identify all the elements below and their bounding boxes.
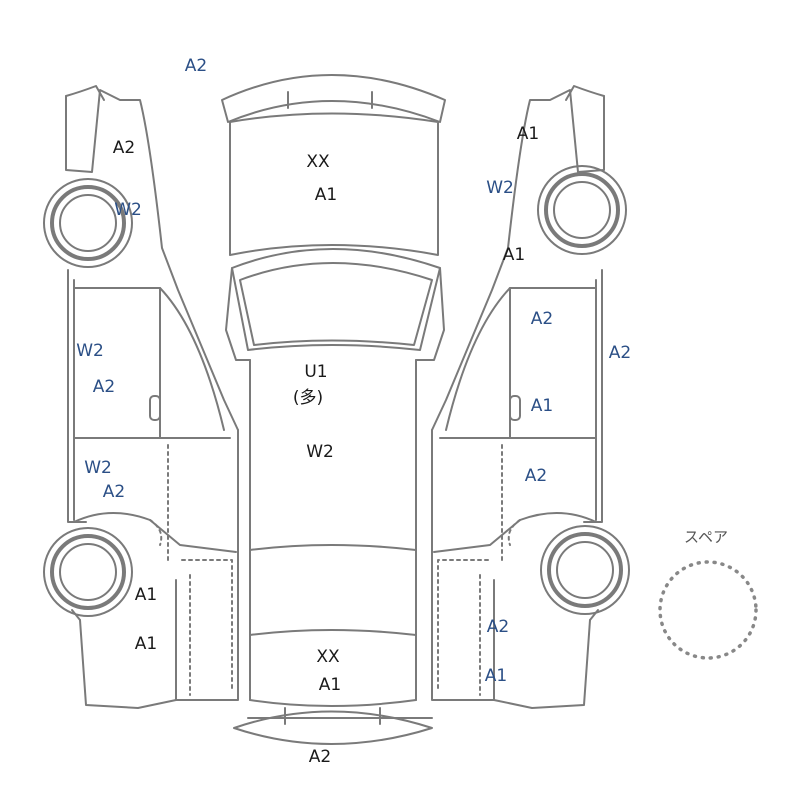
label-right-front-wheel: W2 xyxy=(486,178,514,198)
label-left-rear-door-upper: W2 xyxy=(84,458,112,478)
label-rear-bumper: A2 xyxy=(308,747,332,767)
label-top-left: A2 xyxy=(184,56,208,76)
label-spare: スペア xyxy=(684,528,728,546)
label-left-rear-quarter-lower: A1 xyxy=(134,634,158,654)
label-right-a-pillar: A1 xyxy=(502,245,526,265)
label-left-front-fender: A2 xyxy=(112,138,136,158)
label-right-rear-quarter-lower: A1 xyxy=(484,666,508,686)
label-left-rear-quarter-upper: A1 xyxy=(134,585,158,605)
label-left-front-wheel: W2 xyxy=(114,200,142,220)
label-center-code3: W2 xyxy=(306,442,334,462)
car-top-view xyxy=(221,74,446,745)
label-right-rear-quarter-upper: A2 xyxy=(486,617,510,637)
label-left-front-door-upper: W2 xyxy=(76,341,104,361)
label-center-code2: (多) xyxy=(292,388,324,408)
label-left-front-door: A2 xyxy=(92,377,116,397)
label-right-rear-door: A2 xyxy=(524,466,548,486)
label-center-code1: U1 xyxy=(304,362,328,382)
label-right-front-door-lower: A1 xyxy=(530,396,554,416)
label-roof-code1: XX xyxy=(306,152,330,172)
car-left-side-view xyxy=(43,85,239,709)
label-right-front-door: A2 xyxy=(530,309,554,329)
spare-tire-icon xyxy=(658,560,758,660)
label-trunk-code1: XX xyxy=(316,647,340,667)
label-trunk-code2: A1 xyxy=(318,675,342,695)
label-right-front-fender: A1 xyxy=(516,124,540,144)
label-right-side-rail: A2 xyxy=(608,343,632,363)
label-left-rear-door: A2 xyxy=(102,482,126,502)
label-roof-code2: A1 xyxy=(314,185,338,205)
car-right-side-view xyxy=(431,85,630,709)
